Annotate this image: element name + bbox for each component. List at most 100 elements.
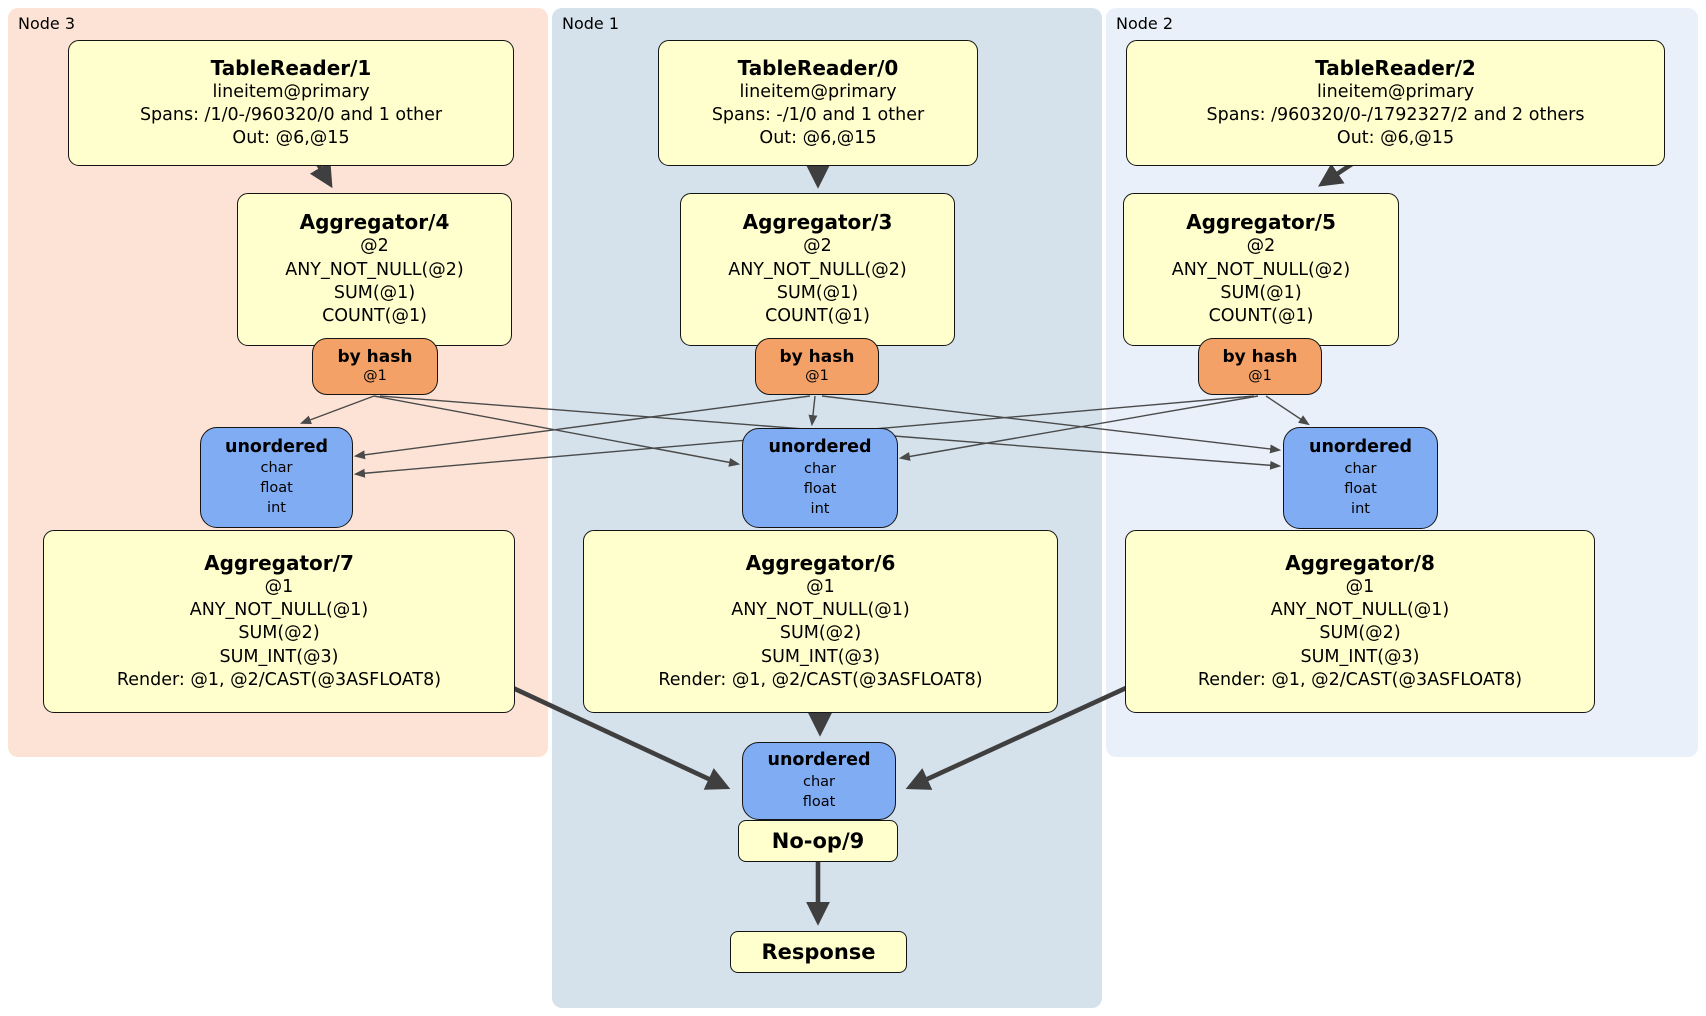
box-line: SUM_INT(@3) <box>761 646 880 667</box>
box-title: Aggregator/6 <box>745 550 896 575</box>
box-title: Aggregator/8 <box>1285 550 1435 575</box>
edge-router1-sync3 <box>353 395 811 460</box>
box-line: Render: @1, @2/CAST(@3ASFLOAT8) <box>116 669 442 690</box>
edge-router3-sync3 <box>299 395 375 425</box>
box-line: SUM(@2) <box>779 623 862 644</box>
box-line: COUNT(@1) <box>322 306 427 327</box>
box-line: @2 <box>1246 236 1276 257</box>
node2-aggregator-bottom-box: Aggregator/8 @1 ANY_NOT_NULL(@1) SUM(@2)… <box>1125 530 1595 713</box>
edge-router2-sync2 <box>1265 395 1310 426</box>
node3-unordered-sync-box: unordered char float int <box>200 427 353 528</box>
node1-hash-router-box: by hash @1 <box>755 338 879 395</box>
box-line: Render: @1, @2/CAST(@3ASFLOAT8) <box>1197 669 1523 690</box>
node3-aggregator-bottom-box: Aggregator/7 @1 ANY_NOT_NULL(@1) SUM(@2)… <box>43 530 515 713</box>
edge-router2-sync1 <box>898 395 1259 461</box>
box-title: Aggregator/3 <box>742 210 893 235</box>
node2-aggregator-top-box: Aggregator/5 @2 ANY_NOT_NULL(@2) SUM(@1)… <box>1123 193 1399 346</box>
box-line: SUM_INT(@3) <box>1300 646 1420 667</box>
box-line: int <box>810 500 830 517</box>
box-line: @1 <box>1345 576 1375 597</box>
box-line: ANY_NOT_NULL(@1) <box>189 600 369 621</box>
box-line: SUM(@1) <box>776 283 859 303</box>
node1-aggregator-bottom-box: Aggregator/6 @1 ANY_NOT_NULL(@1) SUM(@2)… <box>583 530 1058 713</box>
box-line: SUM_INT(@3) <box>219 646 339 667</box>
edge-aggregator7-finalsync <box>512 685 731 790</box>
node2-label: Node 2 <box>1116 14 1174 33</box>
box-title: Aggregator/4 <box>299 210 450 235</box>
node2-unordered-sync-box: unordered char float int <box>1283 427 1438 529</box>
box-line: ANY_NOT_NULL(@2) <box>1171 259 1351 280</box>
box-line: Render: @1, @2/CAST(@3ASFLOAT8) <box>658 669 983 690</box>
box-title: TableReader/2 <box>1315 55 1476 80</box>
box-line: @1 <box>1248 368 1272 385</box>
box-title: Aggregator/7 <box>204 550 354 575</box>
box-line: COUNT(@1) <box>1208 306 1314 327</box>
box-line: ANY_NOT_NULL(@2) <box>285 259 464 280</box>
box-title: by hash <box>779 347 855 368</box>
box-title: unordered <box>767 750 871 771</box>
node1-unordered-sync-box: unordered char float int <box>742 428 898 528</box>
node3-label: Node 3 <box>18 14 76 33</box>
box-line: SUM(@2) <box>1319 623 1401 644</box>
box-line: lineitem@primary <box>212 81 370 102</box>
box-line: lineitem@primary <box>1316 81 1475 102</box>
box-line: int <box>267 500 286 517</box>
box-line: ANY_NOT_NULL(@1) <box>731 600 910 621</box>
node1-aggregator-top-box: Aggregator/3 @2 ANY_NOT_NULL(@2) SUM(@1)… <box>680 193 955 346</box>
node3-hash-router-box: by hash @1 <box>312 338 438 395</box>
box-title: Aggregator/5 <box>1186 210 1336 235</box>
box-line: SUM(@1) <box>1220 283 1302 303</box>
flow-edges <box>309 161 1354 926</box>
box-line: ANY_NOT_NULL(@2) <box>728 259 907 280</box>
box-title: unordered <box>768 437 872 458</box>
box-title: No-op/9 <box>771 828 865 853</box>
box-line: @1 <box>363 368 387 385</box>
box-line: Spans: -/1/0 and 1 other <box>711 104 925 125</box>
box-line: float <box>802 793 836 810</box>
box-line: char <box>1344 460 1377 477</box>
edge-router1-sync2 <box>821 395 1282 454</box>
edge-router1-sync1 <box>808 395 818 427</box>
node3-tablereader-box: TableReader/1 lineitem@primary Spans: /1… <box>68 40 514 166</box>
box-title: by hash <box>1222 347 1298 368</box>
edge-aggregator8-finalsync <box>905 685 1127 790</box>
box-line: int <box>1351 500 1370 517</box>
box-line: @2 <box>360 236 389 257</box>
box-title: by hash <box>337 347 413 368</box>
node1-tablereader-box: TableReader/0 lineitem@primary Spans: -/… <box>658 40 978 166</box>
box-line: @1 <box>806 576 835 597</box>
box-line: float <box>1344 480 1377 497</box>
node1-final-unordered-sync-box: unordered char float <box>742 742 896 820</box>
box-title: Response <box>761 939 876 964</box>
box-line: Out: @6,@15 <box>232 128 350 149</box>
box-title: TableReader/1 <box>210 55 372 80</box>
box-title: unordered <box>1309 437 1412 458</box>
edge-tablereader2-aggregator5 <box>1318 162 1354 187</box>
box-title: unordered <box>225 436 328 457</box>
box-line: SUM(@1) <box>333 283 416 303</box>
node1-noop-box: No-op/9 <box>738 820 898 862</box>
box-line: Out: @6,@15 <box>759 128 877 149</box>
box-line: float <box>803 480 837 497</box>
box-line: COUNT(@1) <box>765 306 870 327</box>
box-line: Spans: /1/0-/960320/0 and 1 other <box>139 104 443 125</box>
box-line: Out: @6,@15 <box>1336 128 1455 149</box>
box-line: char <box>803 460 836 477</box>
box-line: ANY_NOT_NULL(@1) <box>1270 600 1450 621</box>
response-box: Response <box>730 931 907 973</box>
box-line: char <box>260 460 293 477</box>
box-title: TableReader/0 <box>737 55 899 80</box>
box-line: @1 <box>805 368 829 385</box>
node2-tablereader-box: TableReader/2 lineitem@primary Spans: /9… <box>1126 40 1665 166</box>
node2-hash-router-box: by hash @1 <box>1198 338 1322 395</box>
edge-tablereader1-aggregator4 <box>309 161 333 189</box>
box-line: SUM(@2) <box>238 623 320 644</box>
box-line: @1 <box>264 576 294 597</box>
box-line: float <box>260 480 293 497</box>
box-line: Spans: /960320/0-/1792327/2 and 2 others <box>1206 104 1585 125</box>
box-line: @2 <box>803 236 832 257</box>
node3-aggregator-top-box: Aggregator/4 @2 ANY_NOT_NULL(@2) SUM(@1)… <box>237 193 512 346</box>
node1-label: Node 1 <box>562 14 620 33</box>
box-line: char <box>802 773 835 790</box>
box-line: lineitem@primary <box>739 81 897 102</box>
